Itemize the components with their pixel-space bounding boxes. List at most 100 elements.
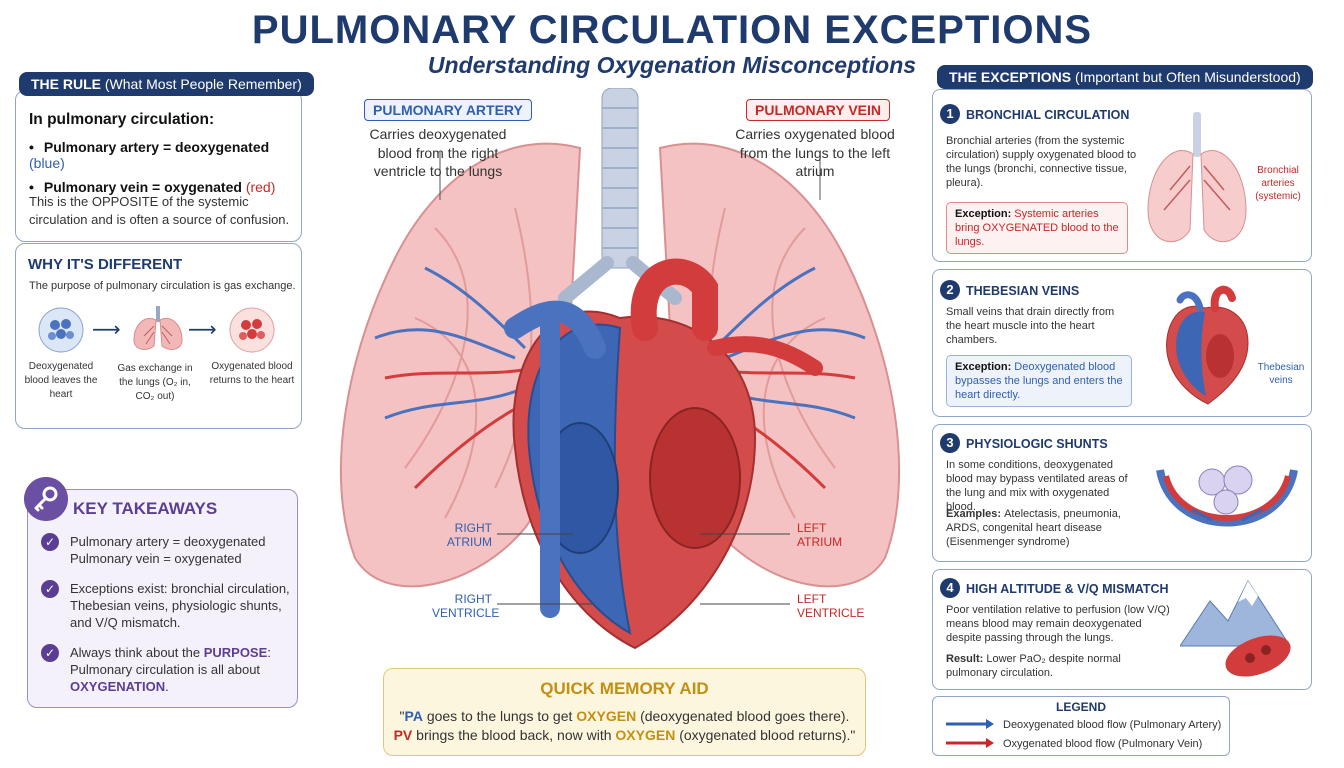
legend-panel — [932, 696, 1230, 756]
exception-title-shunts: PHYSIOLOGIC SHUNTS — [966, 437, 1108, 451]
legend-blue-arrow-icon — [946, 719, 994, 729]
oxygenated-blood-icon — [229, 307, 275, 353]
mountain-vq-icon — [1180, 579, 1291, 677]
key-takeaways-panel — [27, 489, 298, 708]
bronchial-arteries-label: Bronchial arteries (systemic) — [1255, 165, 1301, 202]
exception-callout-bronchial-text: Systemic arteries bring OXYGENATED blood… — [955, 208, 1119, 248]
page-subtitle: Understanding Oxygenation Misconceptions — [427, 52, 917, 78]
exception-callout-thebesian-text: Deoxygenated blood bypasses the lungs an… — [955, 361, 1123, 401]
exception-number-4: 4 — [940, 578, 960, 598]
rule-note: This is the OPPOSITE of the systemic cir… — [29, 194, 290, 227]
exception-title-thebesian: THEBESIAN VEINS — [966, 284, 1080, 298]
exception-title-vq: HIGH ALTITUDE & V/Q MISMATCH — [966, 582, 1169, 596]
memory-oxygen-1: OXYGEN — [576, 708, 637, 724]
exceptions-pill-bold: THE EXCEPTIONS — [949, 69, 1072, 85]
exception-callout-thebesian: Exception: Deoxygenated blood bypasses t… — [946, 355, 1132, 407]
exception-callout-bronchial: Exception: Systemic arteries bring OXYGE… — [946, 202, 1128, 254]
exception-examples-shunts: Examples: Atelectasis, pneumonia, ARDS, … — [946, 507, 1121, 549]
exceptions-pill: THE EXCEPTIONS (Important but Often Misu… — [937, 65, 1313, 89]
exception-text-shunts: In some conditions, deoxygenated blood m… — [946, 459, 1128, 513]
why-panel: WHY IT'S DIFFERENT The purpose of pulmon… — [15, 243, 302, 429]
memory-pv: PV — [393, 727, 413, 743]
step-oxygenated-caption: Oxygenated blood returns to the heart — [209, 361, 295, 386]
memory-quote-open: " — [399, 708, 405, 724]
pulmonary-artery-shape — [504, 300, 606, 359]
right-atrium-label: RIGHT ATRIUM — [446, 521, 492, 549]
takeaway-3-oxygenation: OXYGENATION — [70, 679, 166, 694]
rule-bullet-artery-text: Pulmonary artery = deoxygenated — [43, 139, 270, 155]
exception-examples-label: Examples: — [946, 508, 1005, 520]
key-takeaways-title: KEY TAKEAWAYS — [73, 499, 218, 518]
rule-bullet-vein: Pulmonary vein = oxygenated (red) — [29, 179, 301, 195]
memory-line-1-a: goes to the lungs to get — [422, 708, 577, 724]
thebesian-veins-label: Thebesian veins — [1257, 362, 1305, 386]
rule-pill-bold: THE RULE — [31, 76, 101, 92]
right-ventricle-label: RIGHT VENTRICLE — [432, 592, 500, 620]
legend-oxygenated: Oxygenated blood flow (Pulmonary Vein) — [1003, 738, 1203, 750]
exception-callout-bronchial-label: Exception: — [955, 208, 1015, 220]
lungs-icon — [133, 306, 183, 350]
takeaway-1-line2: Pulmonary vein = oxygenated — [70, 551, 242, 566]
memory-oxygen-2: OXYGEN — [615, 727, 676, 743]
pulmonary-artery-description: Carries deoxygenated blood from the righ… — [369, 126, 507, 179]
exception-examples-text: Atelectasis, pneumonia, ARDS, congenital… — [946, 508, 1121, 548]
left-ventricle-chamber — [649, 407, 741, 549]
exception-text-bronchial: Bronchial arteries (from the systemic ci… — [946, 135, 1137, 189]
why-title: WHY IT'S DIFFERENT — [28, 256, 183, 273]
legend-title: LEGEND — [1055, 700, 1106, 714]
why-subtitle: The purpose of pulmonary circulation is … — [29, 280, 296, 292]
memory-aid-title: QUICK MEMORY AID — [540, 679, 709, 698]
flow-arrow-icon: ⟶ — [92, 319, 121, 341]
rule-bullet-artery-color: (blue) — [29, 155, 65, 171]
heart-lungs-illustration — [339, 88, 901, 650]
takeaway-2: Exceptions exist: bronchial circulation,… — [70, 581, 290, 630]
check-icon: ✓ — [41, 533, 59, 551]
exception-text-thebesian: Small veins that drain directly from the… — [946, 306, 1115, 346]
rule-pill-rest: (What Most People Remember) — [101, 76, 302, 92]
step-deoxygenated-caption: Deoxygenated blood leaves the heart — [24, 361, 98, 400]
rule-panel: In pulmonary circulation: Pulmonary arte… — [15, 90, 302, 242]
pulmonary-artery-label: PULMONARY ARTERY — [364, 99, 532, 121]
legend-deoxygenated: Deoxygenated blood flow (Pulmonary Arter… — [1003, 719, 1222, 731]
memory-pa: PA — [404, 708, 423, 724]
takeaway-1-line1: Pulmonary artery = deoxygenated — [70, 534, 266, 549]
memory-line-2-a: brings the blood back, now with — [412, 727, 616, 743]
takeaway-3: Always think about the PURPOSE: Pulmonar… — [70, 644, 295, 695]
takeaway-3-purpose: PURPOSE — [203, 645, 268, 660]
memory-aid-panel — [383, 668, 866, 756]
exception-number-2: 2 — [940, 280, 960, 300]
legend-red-arrow-icon — [946, 738, 994, 748]
thebesian-heart-icon — [1166, 285, 1249, 405]
bronchial-lungs-icon — [1147, 112, 1247, 243]
flow-arrow-icon: ⟶ — [188, 319, 217, 341]
check-icon: ✓ — [41, 644, 59, 662]
takeaway-3-a: Always think about the — [70, 645, 204, 660]
rule-bullet-vein-text: Pulmonary vein = oxygenated — [43, 179, 246, 195]
left-atrium-label: LEFT ATRIUM — [797, 521, 843, 549]
step-gas-exchange-caption: Gas exchange in the lungs (O₂ in, CO₂ ou… — [117, 363, 193, 402]
pulmonary-vein-shape — [707, 336, 823, 376]
trachea-rings — [602, 107, 638, 249]
check-icon: ✓ — [41, 580, 59, 598]
exception-result-text: Lower PaO₂ despite normal pulmonary circ… — [946, 653, 1121, 679]
memory-line-2: PV brings the blood back, now with OXYGE… — [383, 727, 866, 743]
exception-callout-thebesian-label: Exception: — [955, 361, 1015, 373]
exception-result-label: Result: — [946, 653, 987, 665]
exception-number-1: 1 — [940, 104, 960, 124]
takeaway-3-c: . — [165, 679, 169, 694]
memory-line-1: "PA goes to the lungs to get OXYGEN (deo… — [383, 708, 866, 724]
key-icon — [24, 477, 68, 521]
rule-pill: THE RULE (What Most People Remember) — [19, 72, 314, 96]
page-title: PULMONARY CIRCULATION EXCEPTIONS — [251, 8, 1093, 52]
trachea-shape — [601, 88, 639, 269]
pulmonary-vein-label: PULMONARY VEIN — [746, 99, 891, 121]
rule-bullet-vein-color: (red) — [245, 179, 276, 195]
exception-text-vq: Poor ventilation relative to perfusion (… — [946, 604, 1170, 644]
exception-number-3: 3 — [940, 433, 960, 453]
exception-result-vq: Result: Lower PaO₂ despite normal pulmon… — [946, 652, 1136, 680]
exception-card-shunts — [932, 424, 1312, 562]
pulmonary-vein-description: Carries oxygenated blood from the lungs … — [735, 126, 895, 179]
rule-list: Pulmonary artery = deoxygenated (blue) P… — [29, 139, 301, 203]
exception-title-bronchial: BRONCHIAL CIRCULATION — [966, 108, 1130, 122]
rule-intro: In pulmonary circulation: — [29, 111, 215, 128]
